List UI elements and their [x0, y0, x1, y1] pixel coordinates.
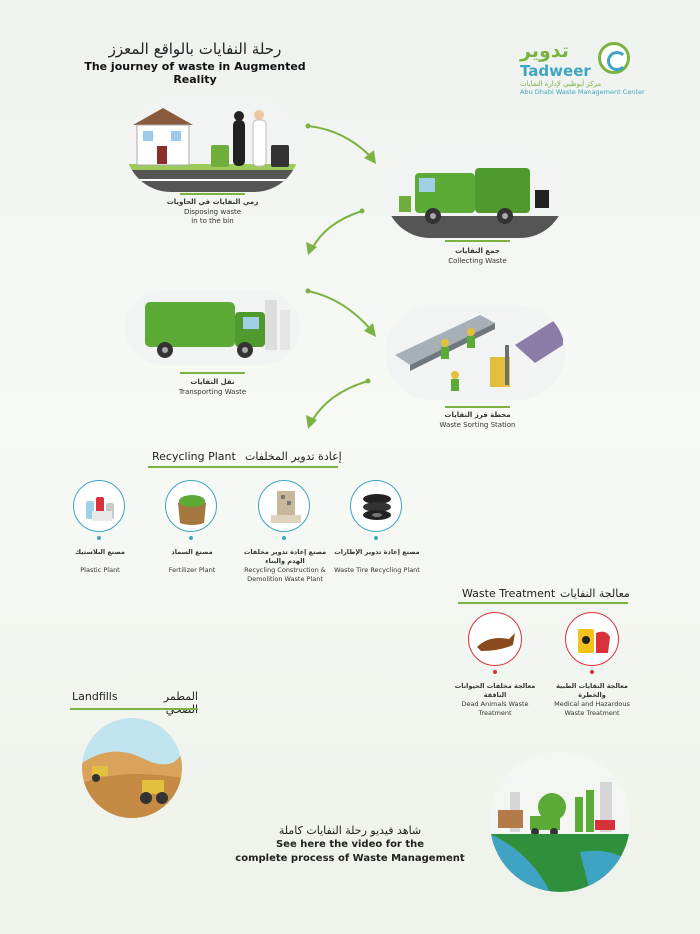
treatment-heading-arabic: معالجة النفايات — [560, 587, 630, 600]
step-collecting-label-arabic: جمع النفايات — [455, 247, 500, 255]
medical-waste-dot — [590, 670, 594, 674]
flow-arrow-3 — [305, 288, 376, 337]
fertilizer-plant-dot — [189, 536, 193, 540]
step-disposing-label-line2: in to the bin — [191, 217, 234, 225]
globe-city-illustration[interactable] — [490, 752, 630, 892]
landfills-heading-underline — [70, 708, 198, 710]
page-title: The journey of waste in Augmented Realit… — [84, 60, 306, 86]
treatment-heading: Waste Treatment — [462, 587, 556, 600]
fertilizer-plant-icon — [165, 480, 217, 532]
tire-plant-icon — [350, 480, 402, 532]
flow-arrow-1 — [305, 123, 376, 164]
dead-animals-label: Dead Animals Waste Treatment — [461, 700, 529, 718]
logo-name: Tadweer — [520, 62, 591, 80]
sorting-station-illustration — [385, 305, 565, 400]
plastic-plant-icon — [73, 480, 125, 532]
fertilizer-plant-label-arabic: مصنع السماد — [171, 548, 213, 556]
recycling-heading-arabic: إعادة تدوير المخلفات — [245, 450, 342, 463]
medical-waste-treatment-icon — [565, 612, 619, 666]
tire-plant-label: Waste Tire Recycling Plant — [334, 566, 420, 574]
step-collecting-underline — [445, 240, 510, 242]
video-link[interactable]: See here the video for the complete proc… — [225, 838, 475, 865]
tire-plant-label-arabic: مصنع إعادة تدوير الإطارات — [334, 548, 420, 556]
landfills-heading: Landfills — [72, 690, 118, 703]
medical-waste-label-arabic: معالجة النفايات الطبية والخطرة — [556, 682, 628, 700]
video-text-line1: See here the video for the — [275, 839, 425, 850]
dead-animals-treatment-icon — [468, 612, 522, 666]
recycling-heading: Recycling Plant — [152, 450, 236, 463]
logo-subtitle-arabic: مركز أبوظبي لإدارة النفايات — [520, 80, 602, 88]
step-transporting-label-arabic: نقل النفايات — [190, 378, 235, 386]
collecting-waste-illustration — [385, 148, 565, 238]
logo-subtitle: Abu Dhabi Waste Management Center — [520, 88, 645, 96]
landfills-heading-arabic: المطمر الصحي — [163, 690, 198, 716]
fertilizer-plant-label: Fertilizer Plant — [168, 566, 216, 574]
step-transporting-underline — [180, 372, 245, 374]
step-disposing-underline — [180, 193, 245, 195]
construction-plant-label: Recycling Construction & Demolition Wast… — [244, 566, 326, 584]
flow-arrow-2 — [306, 208, 365, 255]
plastic-plant-label: Plastic Plant — [80, 566, 120, 574]
landfill-illustration — [82, 718, 182, 818]
video-text-line2: complete process of Waste Management — [235, 852, 465, 864]
plastic-plant-dot — [97, 536, 101, 540]
tadweer-logo-icon — [598, 42, 630, 74]
dead-animals-dot — [493, 670, 497, 674]
step-transporting-label: Transporting Waste — [178, 388, 247, 396]
step-disposing-label-arabic: رمي النفايات في الحاويات — [166, 198, 259, 206]
video-text-arabic: شاهد فيديو رحلة النفايات كاملة — [278, 824, 422, 837]
dead-animals-label-arabic: معالجة مخلفات الحيوانات النافقة — [454, 682, 536, 700]
construction-plant-dot — [282, 536, 286, 540]
step-disposing-label-line1: Disposing waste — [183, 208, 242, 216]
treatment-heading-underline — [458, 602, 628, 604]
disposing-waste-illustration — [125, 100, 300, 192]
plastic-plant-label-arabic: مصنع البلاستيك — [75, 548, 125, 556]
tire-plant-dot — [374, 536, 378, 540]
transporting-waste-illustration — [125, 290, 300, 365]
step-sorting-label: Waste Sorting Station — [439, 421, 516, 429]
page-title-arabic: رحلة النفايات بالواقع المعزز — [108, 40, 282, 58]
step-sorting-underline — [445, 406, 510, 408]
construction-plant-label-arabic: مصنع إعادة تدوير مخلفات الهدم والبناء — [243, 548, 327, 566]
flow-arrow-4 — [306, 378, 371, 429]
step-sorting-label-arabic: محطة فرز النفايات — [444, 411, 511, 419]
recycling-heading-underline — [148, 466, 338, 468]
step-collecting-label: Collecting Waste — [448, 257, 507, 265]
medical-waste-label: Medical and Hazardous Waste Treatment — [554, 700, 630, 718]
construction-plant-icon — [258, 480, 310, 532]
logo-name-arabic: تدوير — [520, 40, 569, 62]
